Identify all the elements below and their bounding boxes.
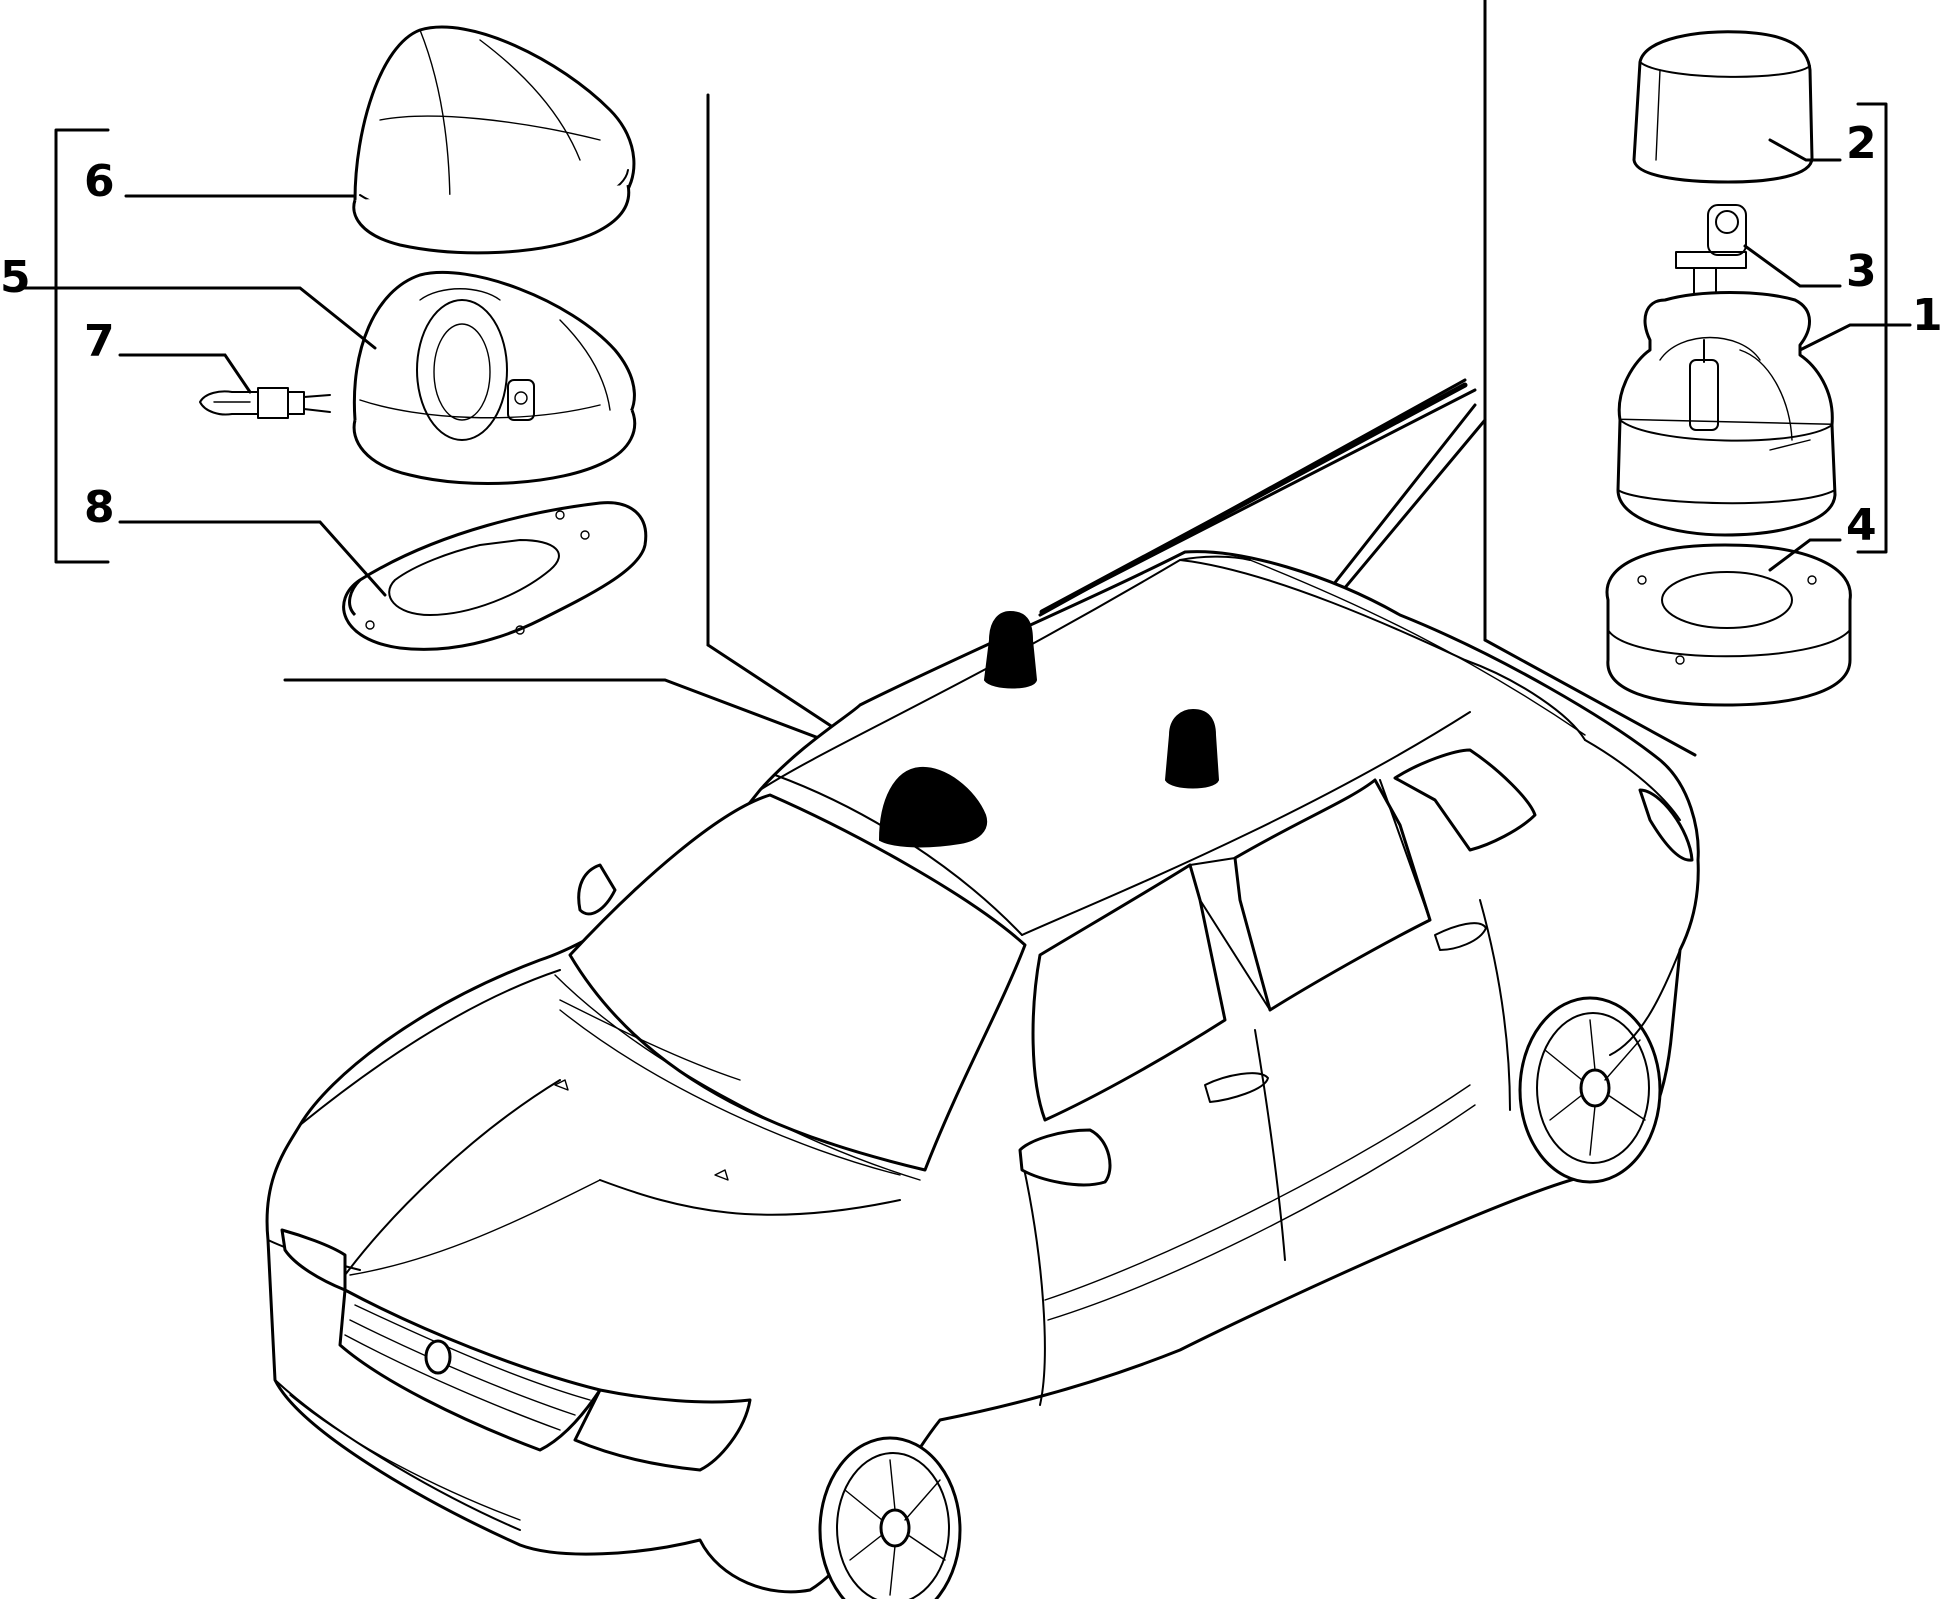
dome-beacon-assembly: 6 5 7 8: [0, 25, 648, 651]
group-bracket-5: [54, 128, 110, 564]
callout-4: 4: [1846, 500, 1877, 551]
callout-7: 7: [84, 316, 115, 367]
dome-cover-part: [352, 25, 636, 255]
position-leaders: [283, 0, 1697, 770]
halogen-bulb-part: [199, 387, 331, 419]
rotating-beacon-marker-front-icon: [983, 610, 1038, 689]
callout-8: 8: [84, 482, 115, 533]
rear-wheel: [1518, 996, 1662, 1184]
callout-2: 2: [1846, 118, 1877, 169]
rotating-beacon-assembly: 2 3 1 4: [1605, 30, 1943, 707]
rotating-beacon-marker-rear-icon: [1164, 708, 1220, 789]
base-gasket-part: [342, 501, 648, 651]
dome-beacon-marker-icon: [878, 766, 988, 848]
callout-3: 3: [1846, 246, 1877, 297]
group-bracket-1: [1856, 102, 1888, 554]
base-ring-part: [1605, 543, 1852, 707]
front-wheel: [818, 1436, 962, 1599]
lamp-holder-part: [1675, 204, 1747, 295]
beacon-cap-part: [1632, 30, 1814, 184]
callout-5: 5: [0, 252, 31, 303]
hatchback-car-icon: [265, 550, 1700, 1599]
dome-beacon-unit: [352, 270, 637, 486]
callout-1: 1: [1912, 290, 1943, 341]
roof-beacon-markers: [878, 610, 1220, 848]
callout-6: 6: [84, 156, 115, 207]
rotating-beacon-unit: [1616, 291, 1837, 537]
